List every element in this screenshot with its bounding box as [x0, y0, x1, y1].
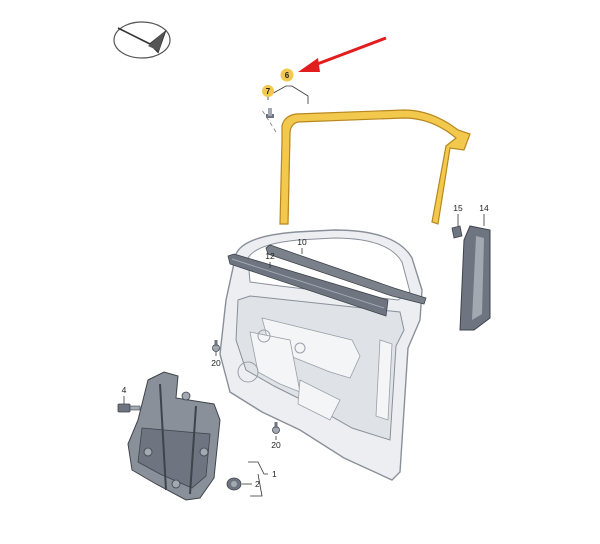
clip-20-lower [272, 422, 280, 434]
guide-line-7 [261, 109, 277, 133]
callout-1: 1 [272, 469, 277, 479]
callout-20-upper: 20 [211, 358, 221, 368]
callout-4: 4 [122, 385, 127, 395]
screw-7 [266, 108, 274, 118]
outer-weatherstrip-12 [227, 253, 389, 317]
callout-2: 2 [255, 479, 260, 489]
callout-10: 10 [297, 237, 307, 247]
clip-20-upper [212, 340, 220, 352]
orientation-icon [113, 21, 171, 59]
callout-7: 7 [266, 87, 271, 96]
leader-1-top [248, 461, 268, 475]
window-regulator-1 [127, 371, 221, 501]
red-arrow-icon [298, 36, 387, 72]
callout-15: 15 [453, 203, 463, 213]
callout-7-badge [262, 85, 274, 97]
clip-15 [451, 225, 463, 239]
callout-12: 12 [265, 251, 275, 261]
callout-14: 14 [479, 203, 489, 213]
callout-20-lower: 20 [271, 440, 281, 450]
bolt-4 [117, 403, 141, 413]
callout-6: 6 [285, 71, 290, 80]
inner-weatherstrip-10 [265, 244, 427, 305]
regulator-motor-2 [226, 477, 242, 491]
window-channel-seal [279, 109, 471, 225]
trim-strip-14 [459, 225, 491, 331]
leader-6 [267, 85, 309, 104]
leader-1-bottom [250, 473, 263, 497]
callout-6-badge [280, 68, 294, 82]
